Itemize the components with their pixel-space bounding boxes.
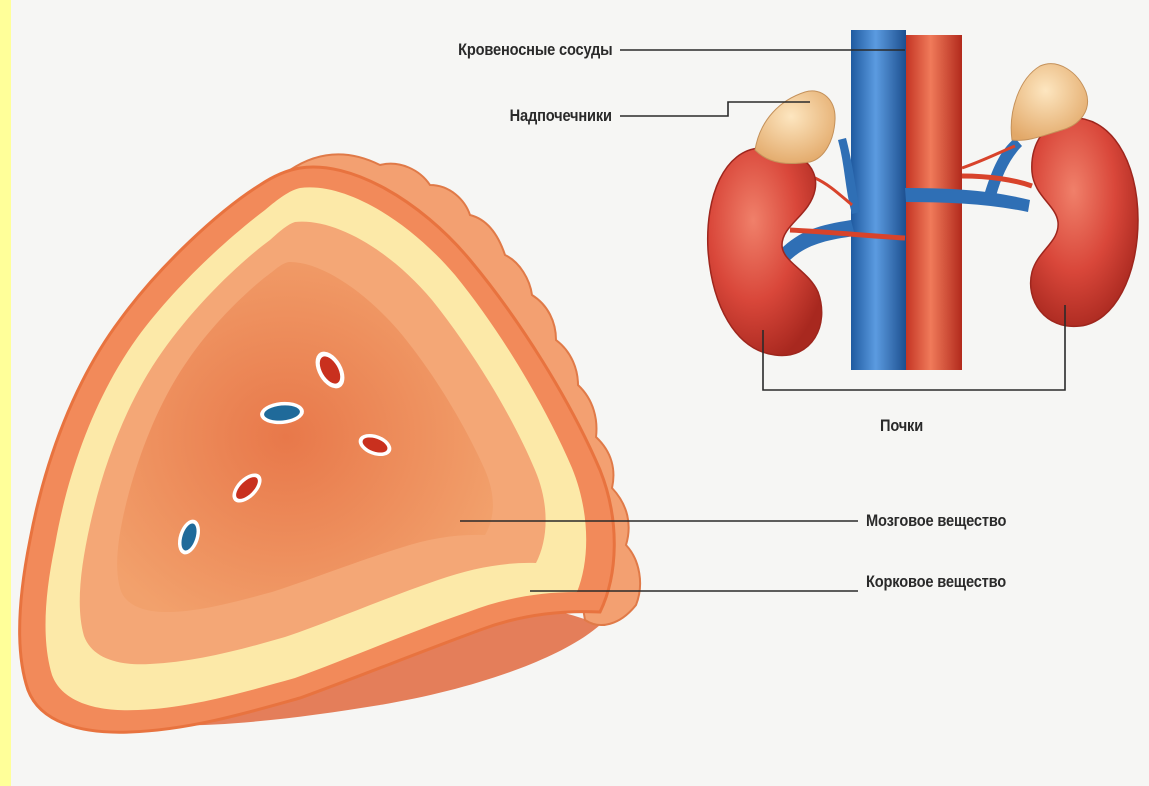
right-adrenal-vein [985, 138, 1022, 196]
label-cortex: Корковое вещество [866, 572, 1006, 592]
left-kidney [708, 148, 822, 356]
label-kidneys: Почки [880, 416, 923, 436]
kidneys-overview [708, 30, 1138, 370]
adrenal-cross-section [20, 154, 641, 732]
label-medulla: Мозговое вещество [866, 511, 1006, 531]
right-kidney [1031, 118, 1138, 327]
label-adrenal-glands: Надпочечники [510, 106, 612, 126]
label-blood-vessels: Кровеносные сосуды [458, 40, 612, 60]
vena-cava [851, 30, 906, 370]
